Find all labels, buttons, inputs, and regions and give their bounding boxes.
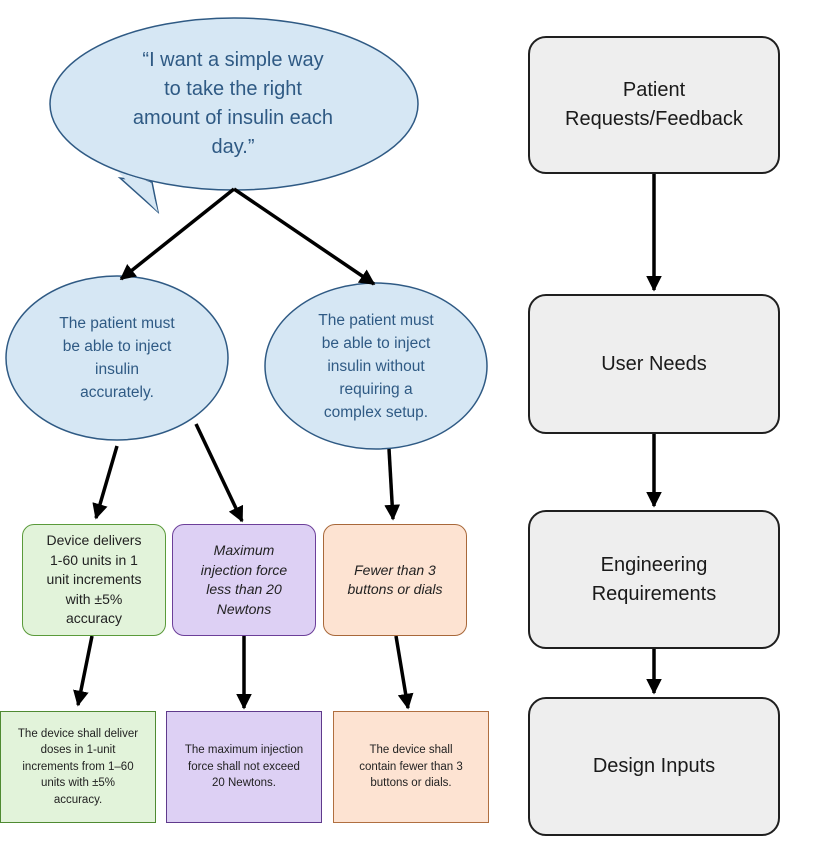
req-3-line: buttons or dials [347,581,443,597]
arrow-need-1-to-req-1 [92,445,119,520]
req-2-line: less than 20 [206,581,282,597]
req-1-line: 1-60 units in 1 [50,551,138,568]
quote-line: amount of insulin each [132,107,334,129]
arrow-need-1-to-req-2 [194,423,244,523]
req-2-line: Maximum [213,542,275,558]
user-need-2-line: be able to inject [321,334,431,352]
user-need-1-line: accurately. [80,384,154,401]
user-need-1-line: The patient must [59,315,175,332]
flow-step-design-inputs: Design Inputs [528,697,780,836]
patient-quote-text: “I want a simple way to take the right a… [88,46,378,162]
req-2-line: Newtons [216,600,272,617]
flow-step-user-needs: User Needs [528,294,780,434]
user-need-1-shape [5,275,229,441]
input-1-line: The device shall deliver [17,727,139,740]
user-need-1-line: be able to inject [62,338,172,355]
engineering-requirement-2: Maximum injection force less than 20 New… [172,524,316,636]
req-1-line: unit increments [46,571,142,588]
flow-step-label: User Needs [601,352,707,375]
input-3-line: contain fewer than 3 [359,760,463,773]
input-2-line: The maximum injection [184,744,304,757]
quote-line: to take the right [164,78,302,100]
design-input-1: The device shall deliver doses in 1-unit… [0,711,156,823]
req-2-line: injection force [200,561,288,578]
input-1-line: accuracy. [53,793,103,806]
user-need-2-line: The patient must [318,311,434,329]
engineering-requirement-3: Fewer than 3 buttons or dials [323,524,467,636]
input-1-line: increments from 1–60 [22,760,134,773]
arrow-req-1-to-input-1 [73,635,94,707]
flow-step-patient-requests: Patient Requests/Feedback [528,36,780,174]
arrow-quote-to-need-2 [233,187,376,286]
user-need-1-line: insulin [95,361,139,378]
quote-line: day.” [211,136,255,158]
design-input-2: The maximum injection force shall not ex… [166,711,322,823]
user-need-2-line: insulin without [327,357,425,375]
input-2-line: 20 Newtons. [212,777,276,790]
flow-step-label: Patient [622,79,686,101]
arrow-quote-to-need-1 [119,187,236,281]
flow-step-label: Engineering [600,553,708,576]
flow-step-engineering-requirements: Engineering Requirements [528,510,780,649]
user-need-1: The patient must be able to inject insul… [6,276,228,440]
input-3-line: The device shall [369,744,453,757]
arrow-req-3-to-input-3 [394,635,414,710]
flow-step-label: Design Inputs [592,755,716,777]
input-1-line: units with ±5% [40,777,116,790]
design-input-3: The device shall contain fewer than 3 bu… [333,711,489,823]
flow-step-label: Requirements [591,582,717,605]
req-1-line: accuracy [65,610,123,627]
user-need-2-line: complex setup. [323,403,429,421]
quote-line: “I want a simple way [142,49,324,71]
input-3-line: buttons or dials. [370,777,452,790]
user-need-2-shape [264,282,488,450]
arrow-need-2-to-req-3 [384,448,401,521]
engineering-requirement-1: Device delivers 1-60 units in 1 unit inc… [22,524,166,636]
user-need-2: The patient must be able to inject insul… [265,283,487,449]
req-3-line: Fewer than 3 [354,561,436,578]
req-1-line: with ±5% [65,590,123,607]
input-1-line: doses in 1-unit [40,744,116,757]
user-need-2-line: requiring a [339,380,413,398]
req-1-line: Device delivers [46,532,142,549]
flow-step-label: Requests/Feedback [565,108,743,130]
input-2-line: force shall not exceed [188,760,300,773]
